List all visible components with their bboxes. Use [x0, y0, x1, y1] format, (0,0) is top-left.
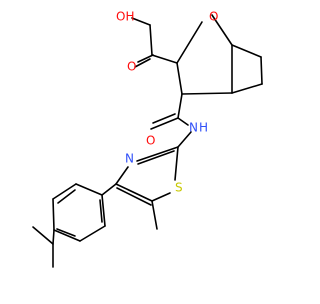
isopropyl-link-bond	[52, 229, 55, 245]
c3-c4-bond	[181, 92, 233, 95]
phenyl-inner-2	[56, 228, 76, 237]
acid-oh-bond	[131, 17, 151, 26]
thiazole-nitrogen-label: N	[125, 152, 134, 166]
thiazole-sulfur-label: S	[175, 181, 183, 195]
c7-c4-bond	[231, 83, 263, 94]
carbonyl-acid-oxygen-label: O	[127, 60, 136, 74]
c1-bridge-o-bond	[176, 21, 203, 64]
bridge-oxygen-label: O	[209, 10, 218, 24]
c1-c3-bond	[176, 62, 183, 95]
amide-hydrogen-label: H	[199, 121, 208, 135]
molecule-structure: OH O O O N H N S	[32, 10, 263, 268]
phenyl-bond-4	[52, 198, 55, 231]
c2-c1-bond	[151, 54, 178, 64]
molecule-canvas: OH O O O N H N S	[32, 9, 263, 268]
amide-n-thiazole-bond	[177, 131, 192, 148]
thiazole-s-c5-bond	[151, 192, 171, 202]
acid-carbon-bond	[149, 24, 153, 56]
carbonyl-amide-oxygen-label: O	[146, 134, 155, 148]
phenyl-inner-1	[99, 199, 103, 223]
atom-label-layer: OH O O O N H N S	[116, 10, 218, 195]
thiazole-n3-c4-bond	[115, 166, 129, 185]
phenyl-bond-5	[52, 183, 77, 200]
c3-amide-carbon-bond	[177, 93, 183, 119]
acid-carbonyl-bond-b	[137, 54, 154, 63]
phenyl-bond-3	[53, 229, 81, 242]
phenyl-bond-6	[75, 183, 103, 196]
thiazole-c4-c5-bond	[115, 183, 153, 202]
phenyl-link-bond	[101, 183, 117, 196]
bond-layer	[32, 14, 263, 268]
amide-c-n-bond	[177, 117, 189, 126]
thiazole-c2-n3-double	[137, 150, 175, 165]
thiazole-c2-s-bond	[174, 146, 179, 181]
phenyl-bond-2	[79, 225, 106, 242]
thiazole-methyl-bond	[151, 200, 158, 230]
thiazole-c2-n3-bond	[136, 146, 179, 162]
hydroxyl-label: OH	[116, 10, 134, 24]
amide-carbonyl-bond-b	[152, 113, 176, 124]
thiazole-c4-c5-double	[116, 187, 152, 206]
amide-nitrogen-label: N	[189, 121, 198, 135]
phenyl-inner-3	[57, 189, 76, 204]
c5-c6-bond	[231, 44, 262, 58]
acid-carbonyl-bond-a	[134, 58, 151, 68]
c6-c7-bond	[260, 56, 263, 85]
phenyl-bond-1	[101, 194, 106, 227]
amide-carbonyl-bond-a	[150, 117, 179, 130]
isopropyl-methyl-a-bond	[32, 226, 54, 245]
bridge-o-c5-bond	[211, 14, 233, 46]
